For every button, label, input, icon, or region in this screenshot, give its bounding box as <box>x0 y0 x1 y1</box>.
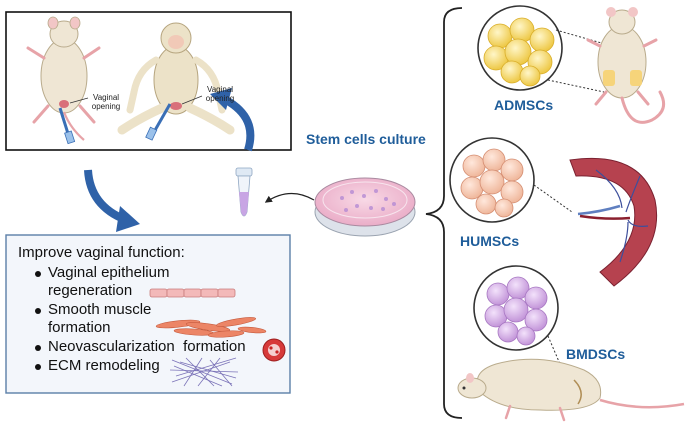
petri-dish <box>314 177 416 237</box>
function-item-2-line1: Smooth muscle <box>48 301 152 318</box>
bone-marrow-donor-rat <box>457 358 685 422</box>
humsc-cell-cluster <box>449 137 535 223</box>
function-item-3: Neovascularization formation <box>48 338 246 355</box>
ecm-fibers-illustration <box>169 357 239 387</box>
rat-vaginal-opening-label: Vaginal opening <box>91 93 121 111</box>
cell-suspension-tube <box>235 167 253 217</box>
admscs-label: ADMSCs <box>494 97 554 113</box>
smooth-muscle-illustration <box>155 317 267 338</box>
arrow-to-functions <box>84 169 140 232</box>
epithelium-illustration <box>149 288 236 298</box>
admsc-cell-cluster <box>477 5 563 91</box>
bmdsc-cell-cluster <box>473 265 559 351</box>
bullet-2 <box>35 308 41 314</box>
blood-vessel-icon <box>262 338 286 362</box>
function-box-title: Improve vaginal function: <box>18 244 185 261</box>
bullet-1 <box>35 271 41 277</box>
rat-illustration <box>26 16 101 145</box>
monkey-vaginal-opening-label: Vaginal opening <box>205 85 235 103</box>
stem-cells-culture-label: Stem cells culture <box>306 131 426 147</box>
function-item-1-line1: Vaginal epithelium <box>48 264 170 281</box>
function-item-2-line2: formation <box>48 319 111 336</box>
monkey-illustration <box>117 22 235 141</box>
function-item-1-line2: regeneration <box>48 282 133 299</box>
arrow-to-animals <box>210 88 255 152</box>
umbilical-cord-tissue <box>569 157 658 287</box>
function-item-4: ECM remodeling <box>48 357 160 374</box>
dish-to-tube-arrow <box>264 192 315 203</box>
bullet-4 <box>35 364 41 370</box>
adipose-donor-rat <box>586 7 666 124</box>
function-box <box>5 234 291 394</box>
bullet-3 <box>35 345 41 351</box>
humscs-label: HUMSCs <box>460 233 520 249</box>
cell-source-bracket <box>425 7 463 419</box>
bmdscs-label: BMDSCs <box>566 346 626 362</box>
